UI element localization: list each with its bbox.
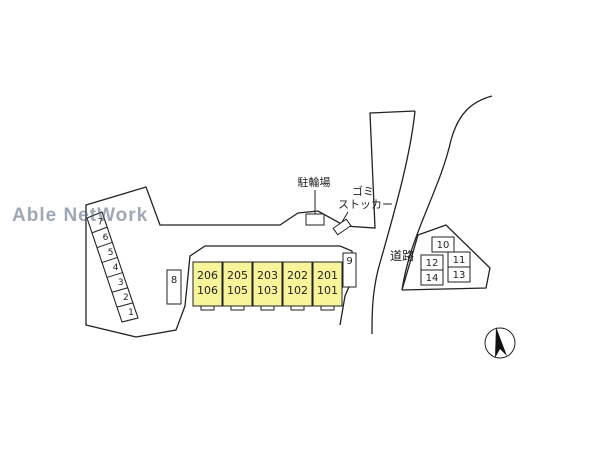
unit-upper-label: 206 bbox=[197, 269, 218, 282]
parking-spot-5-label: 5 bbox=[108, 248, 114, 258]
unit-lower-label: 103 bbox=[257, 284, 278, 297]
parking-spot-12-label: 12 bbox=[426, 258, 439, 269]
left-parking-divider bbox=[111, 287, 128, 293]
parking-spot-4-label: 4 bbox=[113, 263, 119, 273]
parking-spot-13-label: 13 bbox=[453, 270, 466, 281]
lot-boundary bbox=[85, 110, 416, 338]
unit-lower-label: 102 bbox=[287, 284, 308, 297]
garbage-stocker-leader bbox=[341, 211, 349, 223]
left-parking-divider bbox=[116, 302, 133, 308]
watermark-logo: Able NetWork bbox=[12, 205, 149, 226]
parking-spot-11-label: 11 bbox=[453, 255, 466, 266]
parking-spot-14-label: 14 bbox=[426, 273, 439, 284]
north-arrow-icon bbox=[495, 327, 507, 358]
unit-entrance bbox=[230, 305, 245, 311]
unit-upper-label: 201 bbox=[317, 269, 338, 282]
apartment-building: 206 106 205 105 203 103 202 102 201 101 bbox=[192, 261, 343, 311]
unit-upper-label: 205 bbox=[227, 269, 248, 282]
unit-entrance bbox=[320, 305, 335, 311]
right-parking-spots: 10 12 11 14 13 bbox=[420, 236, 471, 286]
unit-202-102 bbox=[282, 261, 313, 307]
road-label: 道路 bbox=[390, 248, 414, 263]
left-parking-divider bbox=[91, 226, 108, 234]
parking-spot-14 bbox=[420, 269, 444, 286]
unit-203-103 bbox=[252, 261, 283, 307]
unit-201-101 bbox=[312, 261, 343, 307]
parking-spot-8-label: 8 bbox=[171, 275, 177, 286]
garbage-stocker-label-2: ストッカー bbox=[338, 198, 393, 211]
parking-spot-9 bbox=[342, 252, 357, 288]
left-parking-strip bbox=[86, 211, 139, 323]
left-parking-divider bbox=[106, 272, 123, 278]
garbage-stocker-label-1: ゴミ bbox=[352, 184, 374, 198]
parking-spot-10 bbox=[431, 236, 455, 253]
parking-spot-1-label: 1 bbox=[128, 308, 134, 318]
unit-206-106 bbox=[192, 261, 223, 307]
unit-lower-label: 105 bbox=[227, 284, 248, 297]
parking-spot-6-label: 6 bbox=[103, 233, 109, 243]
left-parking-spots: 76 5 4 3 2 1 bbox=[91, 218, 134, 318]
unit-entrance bbox=[260, 305, 275, 311]
parking-spot-3-label: 3 bbox=[118, 278, 124, 288]
unit-upper-label: 203 bbox=[257, 269, 278, 282]
road-east-edge bbox=[401, 95, 493, 291]
parking-spot-10-label: 10 bbox=[437, 240, 450, 251]
unit-lower-label: 106 bbox=[197, 284, 218, 297]
road-west-edge bbox=[371, 110, 416, 335]
right-lot-boundary bbox=[401, 224, 491, 291]
parking-spot-7-label: 7 bbox=[97, 218, 103, 228]
parking-spot-9-label: 9 bbox=[346, 256, 352, 267]
lot-boundary-lower bbox=[135, 245, 353, 338]
parking-spot-8 bbox=[166, 269, 182, 305]
parking-spot-13 bbox=[447, 266, 471, 283]
left-parking-divider bbox=[96, 241, 113, 249]
left-parking-divider bbox=[101, 256, 118, 264]
garbage-stocker bbox=[332, 218, 352, 236]
unit-entrance bbox=[200, 305, 215, 311]
unit-205-105 bbox=[222, 261, 253, 307]
parking-spot-2-label: 2 bbox=[123, 293, 129, 303]
unit-entrance bbox=[290, 305, 305, 311]
bicycle-parking-label: 駐輪場 bbox=[298, 175, 331, 189]
unit-upper-label: 202 bbox=[287, 269, 308, 282]
bicycle-parking bbox=[305, 213, 325, 226]
unit-lower-label: 101 bbox=[317, 284, 338, 297]
